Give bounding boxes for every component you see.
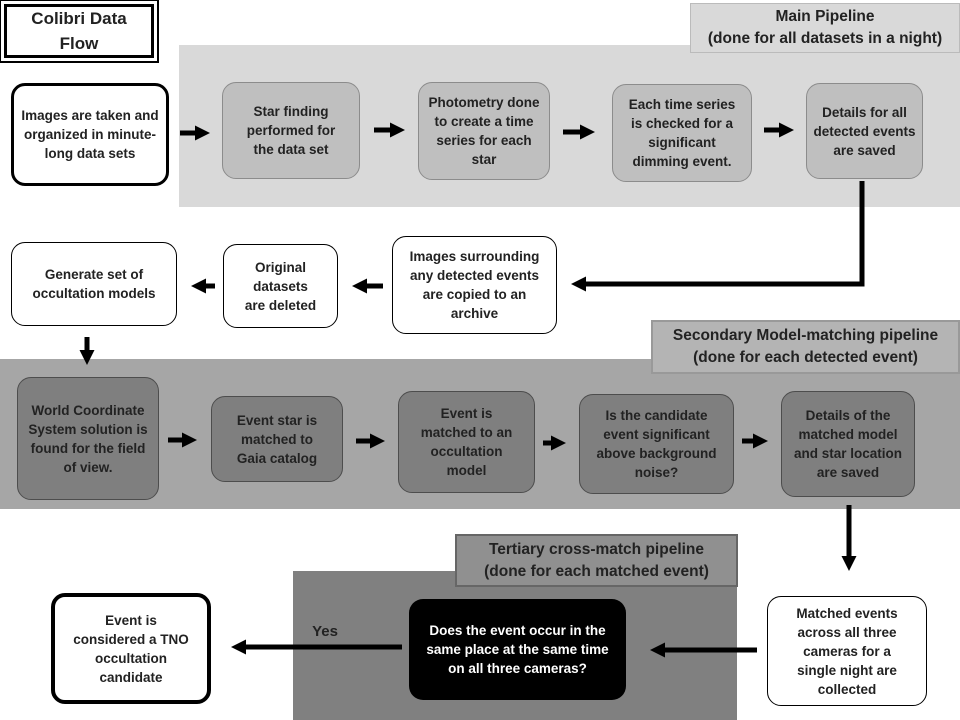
diagram-title: Colibri Data Flow [0,0,159,63]
secondary-pipeline-label: Secondary Model-matching pipeline (done … [651,320,960,374]
step-star-finding: Star finding performed for the data set [222,82,360,179]
yes-edge-label: Yes [312,623,338,640]
arrow-details-to-images-copied [571,181,865,292]
step-time-series-check: Each time series is checked for a signif… [612,84,752,182]
step-tno-candidate: Event is considered a TNO occultation ca… [51,593,211,704]
step-images-copied: Images surrounding any detected events a… [392,236,557,334]
step-significance: Is the candidate event significant above… [579,394,734,494]
step-photometry: Photometry done to create a time series … [418,82,550,180]
step-model-match: Event is matched to an occultation model [398,391,535,493]
tertiary-pipeline-label: Tertiary cross-match pipeline (done for … [455,534,738,587]
step-wcs-solution: World Coordinate System solution is foun… [17,377,159,500]
step-same-place-time: Does the event occur in the same place a… [409,599,626,700]
step-images-taken: Images are taken and organized in minute… [11,83,169,186]
diagram-title-text: Colibri Data Flow [31,9,127,53]
step-details-saved: Details for all detected events are save… [806,83,923,179]
step-generate-models: Generate set of occultation models [11,242,177,326]
step-datasets-deleted: Original datasets are deleted [223,244,338,328]
main-pipeline-label: Main Pipeline (done for all datasets in … [690,3,960,53]
step-model-details-saved: Details of the matched model and star lo… [781,391,915,497]
step-gaia-match: Event star is matched to Gaia catalog [211,396,343,482]
step-matched-events: Matched events across all three cameras … [767,596,927,706]
